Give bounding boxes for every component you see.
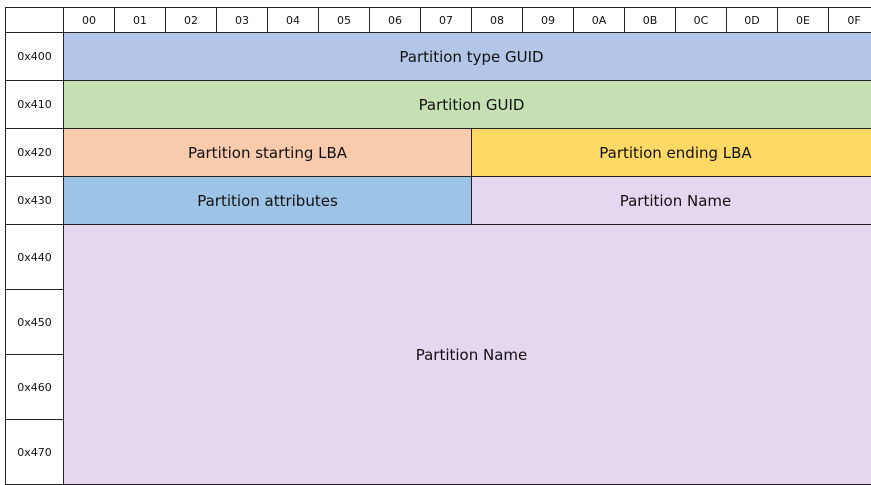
col-header: 01: [115, 8, 166, 33]
col-header: 02: [166, 8, 217, 33]
row-0x430: 0x430 Partition attributes Partition Nam…: [6, 177, 871, 225]
col-header: 08: [472, 8, 523, 33]
field-ending-lba: Partition ending LBA: [472, 129, 871, 177]
field-partition-name: Partition Name: [64, 225, 871, 485]
field-attributes: Partition attributes: [64, 177, 472, 225]
field-starting-lba: Partition starting LBA: [64, 129, 472, 177]
col-header: 0D: [727, 8, 778, 33]
row-address: 0x470: [6, 420, 64, 485]
col-header: 00: [64, 8, 115, 33]
row-0x410: 0x410 Partition GUID: [6, 81, 871, 129]
col-header: 0B: [625, 8, 676, 33]
row-0x400: 0x400 Partition type GUID: [6, 33, 871, 81]
row-address: 0x410: [6, 81, 64, 129]
col-header: 07: [421, 8, 472, 33]
col-header: 0E: [778, 8, 829, 33]
col-header: 03: [217, 8, 268, 33]
row-address: 0x440: [6, 225, 64, 290]
col-header: 05: [319, 8, 370, 33]
row-address: 0x450: [6, 290, 64, 355]
col-header: 04: [268, 8, 319, 33]
row-address: 0x460: [6, 355, 64, 420]
gpt-partition-entry-table: 00 01 02 03 04 05 06 07 08 09 0A 0B 0C 0…: [5, 7, 871, 485]
col-header: 0C: [676, 8, 727, 33]
row-0x440: 0x440 Partition Name: [6, 225, 871, 290]
row-address: 0x420: [6, 129, 64, 177]
row-address: 0x400: [6, 33, 64, 81]
row-address: 0x430: [6, 177, 64, 225]
col-header: 0F: [829, 8, 871, 33]
col-header: 0A: [574, 8, 625, 33]
field-partition-name-start: Partition Name: [472, 177, 871, 225]
col-header: 06: [370, 8, 421, 33]
field-partition-type-guid: Partition type GUID: [64, 33, 871, 81]
field-partition-guid: Partition GUID: [64, 81, 871, 129]
col-header: 09: [523, 8, 574, 33]
header-row: 00 01 02 03 04 05 06 07 08 09 0A 0B 0C 0…: [6, 8, 871, 33]
corner-cell: [6, 8, 64, 33]
row-0x420: 0x420 Partition starting LBA Partition e…: [6, 129, 871, 177]
